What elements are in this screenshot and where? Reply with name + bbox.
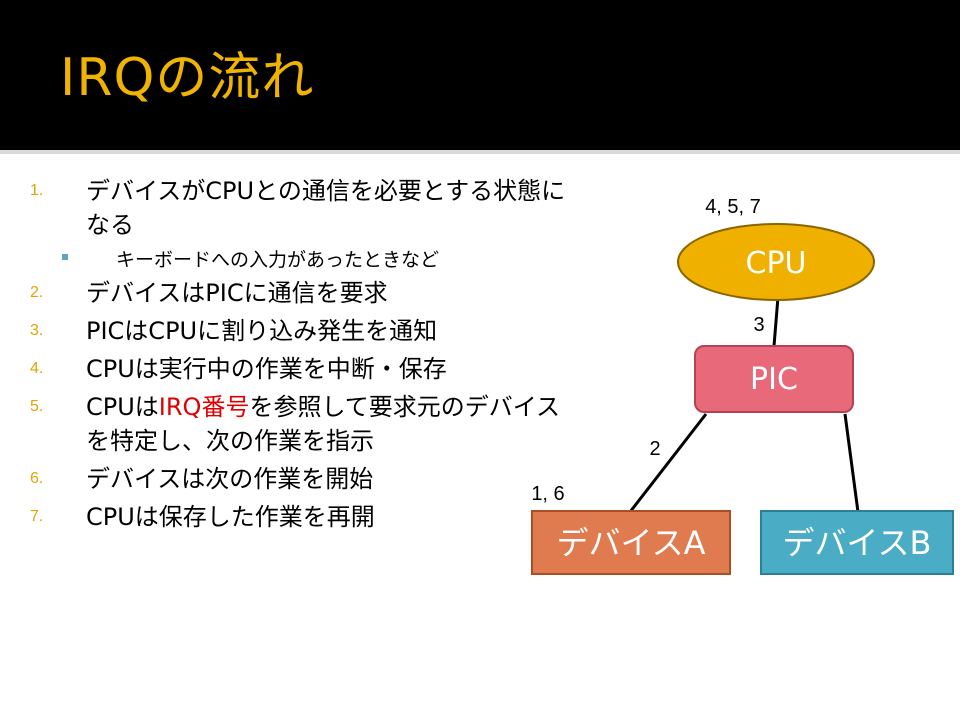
device-b-node: [760, 510, 954, 575]
pic-node: [694, 345, 854, 413]
cpu-node: [677, 223, 875, 301]
step-item: 3. PICはCPUに割り込み発生を通知: [30, 314, 570, 348]
edge-label-pic-cpu: 3: [753, 314, 764, 336]
step-item: 5. CPUはIRQ番号を参照して要求元のデバイスを特定し、次の作業を指示: [30, 390, 570, 458]
step-text-part: デバイスは次の作業を開始: [86, 465, 374, 493]
device-a-annotation: 1, 6: [531, 483, 564, 505]
step-text-part: デバイスはPICに通信を要求: [86, 279, 388, 307]
step-text: デバイスはPICに通信を要求: [86, 276, 570, 310]
step-text: CPUは保存した作業を再開: [86, 500, 570, 534]
step-number: 2.: [30, 284, 44, 301]
device-b-node-label: デバイスB: [783, 524, 932, 562]
step-number: 3.: [30, 322, 44, 339]
step-text: PICはCPUに割り込み発生を通知: [86, 314, 570, 348]
step-number: 1.: [30, 182, 44, 199]
step-list: 1. デバイスがCPUとの通信を必要とする状態になるキーボードへの入力があったとき…: [30, 174, 570, 538]
slide-title: IRQの流れ: [60, 48, 315, 108]
square-bullet-icon: [62, 254, 68, 260]
edge-device-b-to-pic: [843, 413, 860, 513]
edge-pic-to-cpu: [772, 296, 780, 347]
step-text: CPUはIRQ番号を参照して要求元のデバイスを特定し、次の作業を指示: [86, 390, 570, 458]
step-item: 6. デバイスは次の作業を開始: [30, 462, 570, 496]
step-number: 6.: [30, 470, 44, 487]
step-item: 1. デバイスがCPUとの通信を必要とする状態になる: [30, 174, 570, 242]
title-divider: [0, 150, 960, 154]
step-text-part: CPUは実行中の作業を中断・保存: [86, 355, 447, 383]
edge-device-a-to-pic: [628, 413, 708, 513]
step-text-part: CPUは保存した作業を再開: [86, 503, 375, 531]
sub-item: キーボードへの入力があったときなど: [30, 244, 570, 276]
step-text-part: デバイスがCPUとの通信を必要とする状態になる: [86, 177, 566, 239]
step-text: CPUは実行中の作業を中断・保存: [86, 352, 570, 386]
step-item: 7. CPUは保存した作業を再開: [30, 500, 570, 534]
device-a-node-label: デバイスA: [557, 524, 706, 562]
step-item: 4. CPUは実行中の作業を中断・保存: [30, 352, 570, 386]
step-text-part: を参照して要求元のデバイスを特定し、次の作業を指示: [86, 393, 561, 455]
step-text-highlight: IRQ番号: [158, 393, 250, 421]
step-text: デバイスは次の作業を開始: [86, 462, 570, 496]
step-item: 2. デバイスはPICに通信を要求: [30, 276, 570, 310]
step-text-part: CPUは: [86, 393, 159, 421]
pic-node-label: PIC: [750, 362, 798, 397]
step-number: 5.: [30, 398, 44, 415]
step-text: デバイスがCPUとの通信を必要とする状態になる: [86, 174, 570, 242]
step-number: 7.: [30, 508, 44, 525]
step-number: 4.: [30, 360, 44, 377]
cpu-node-label: CPU: [746, 246, 807, 281]
title-bar: IRQの流れ: [0, 0, 960, 154]
device-a-node: [531, 510, 731, 575]
sub-item-text: キーボードへの入力があったときなど: [116, 249, 440, 271]
edge-label-device-a-pic: 2: [649, 438, 660, 460]
step-text-part: PICはCPUに割り込み発生を通知: [86, 317, 438, 345]
cpu-node-annotation: 4, 5, 7: [705, 196, 761, 218]
